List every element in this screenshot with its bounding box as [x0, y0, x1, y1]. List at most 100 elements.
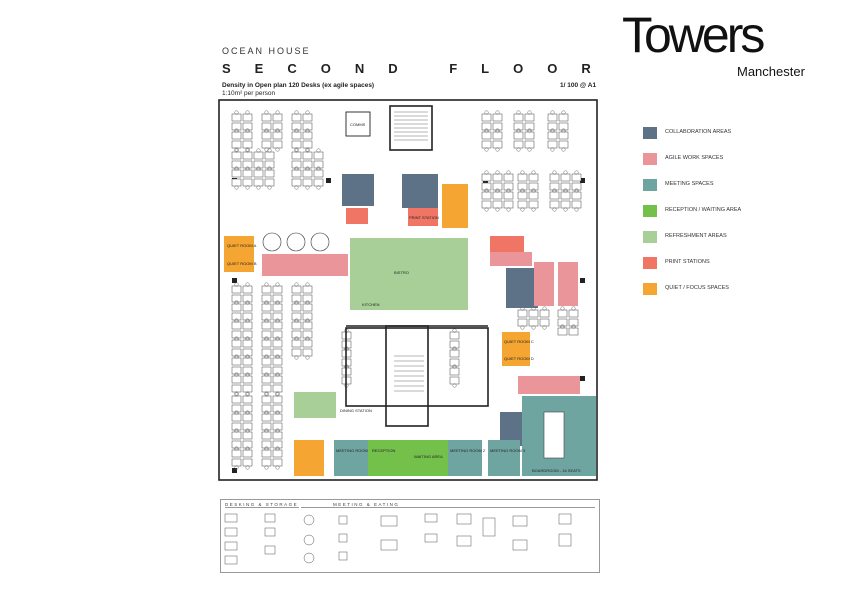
- desk: [449, 349, 460, 358]
- desk: [547, 140, 558, 149]
- desk: [492, 140, 503, 149]
- chair: [542, 306, 547, 311]
- desk: [291, 303, 302, 312]
- chair: [294, 148, 299, 153]
- desk: [302, 140, 313, 149]
- desk: [231, 113, 242, 122]
- desk: [261, 312, 272, 321]
- chair: [305, 185, 310, 190]
- desk: [568, 318, 579, 327]
- print-station-2: [408, 208, 438, 226]
- chair: [316, 148, 321, 153]
- chair: [234, 128, 239, 133]
- desk: [492, 191, 503, 200]
- legend-swatch: [643, 153, 657, 165]
- desk: [528, 318, 539, 327]
- desk: [539, 309, 550, 318]
- desk: [242, 321, 253, 330]
- desk: [242, 294, 253, 303]
- desk: [242, 431, 253, 440]
- chair: [294, 185, 299, 190]
- desk: [242, 366, 253, 375]
- desk: [313, 151, 324, 160]
- chair: [264, 282, 269, 287]
- desk: [291, 330, 302, 339]
- desk: [513, 131, 524, 140]
- desk: [261, 357, 272, 366]
- desk: [557, 318, 568, 327]
- desk: [291, 151, 302, 160]
- desk: [492, 173, 503, 182]
- desk: [261, 294, 272, 303]
- desk: [231, 449, 242, 458]
- chair: [294, 128, 299, 133]
- desk: [242, 151, 253, 160]
- chair: [452, 364, 457, 369]
- chair: [256, 185, 261, 190]
- chair: [571, 324, 576, 329]
- desk: [242, 357, 253, 366]
- chair: [495, 170, 500, 175]
- desk: [261, 395, 272, 404]
- desk: [272, 285, 283, 294]
- desk: [231, 178, 242, 187]
- desk: [261, 375, 272, 384]
- desk: [547, 131, 558, 140]
- desk: [242, 140, 253, 149]
- chair: [245, 410, 250, 415]
- desk: [261, 140, 272, 149]
- chair: [561, 110, 566, 115]
- chair: [234, 428, 239, 433]
- desk: [261, 131, 272, 140]
- chair: [484, 128, 489, 133]
- desk: [539, 318, 550, 327]
- chair: [234, 300, 239, 305]
- desk: [272, 366, 283, 375]
- desk: [513, 140, 524, 149]
- chair: [527, 147, 532, 152]
- desk: [558, 131, 569, 140]
- chair: [275, 354, 280, 359]
- legend-item-collaboration: COLLABORATION AREAS: [643, 127, 803, 139]
- desk: [291, 122, 302, 131]
- desk: [231, 140, 242, 149]
- chair: [264, 336, 269, 341]
- desk: [503, 182, 514, 191]
- desk: [272, 375, 283, 384]
- desk: [231, 395, 242, 404]
- desk: [571, 191, 582, 200]
- chair: [561, 128, 566, 133]
- print-station-3: [490, 236, 524, 252]
- desk: [291, 339, 302, 348]
- brand-logo: Towers: [622, 7, 765, 63]
- desk: [253, 160, 264, 169]
- scale-note: 1/ 100 @ A1: [560, 82, 597, 89]
- desk: [302, 312, 313, 321]
- desk: [261, 413, 272, 422]
- chair: [552, 188, 557, 193]
- chair: [264, 147, 269, 152]
- desk: [261, 440, 272, 449]
- desk: [272, 422, 283, 431]
- desk: [242, 348, 253, 357]
- desk: [242, 458, 253, 467]
- chair: [275, 300, 280, 305]
- desk: [481, 191, 492, 200]
- chair: [264, 391, 269, 396]
- chair: [234, 185, 239, 190]
- svg-text:QUIET ROOM C: QUIET ROOM C: [504, 339, 534, 344]
- chair: [294, 110, 299, 115]
- desk: [231, 348, 242, 357]
- legend-item-reception: RECEPTION / WAITING AREA: [643, 205, 803, 217]
- desk: [549, 173, 560, 182]
- desk: [302, 160, 313, 169]
- chair: [234, 446, 239, 451]
- legend-swatch: [643, 283, 657, 295]
- chair: [245, 446, 250, 451]
- desk: [272, 330, 283, 339]
- bistro-area: [350, 238, 468, 310]
- dining-area: [294, 392, 336, 418]
- brand-city: Manchester: [737, 64, 805, 79]
- desk: [492, 131, 503, 140]
- desk: [503, 191, 514, 200]
